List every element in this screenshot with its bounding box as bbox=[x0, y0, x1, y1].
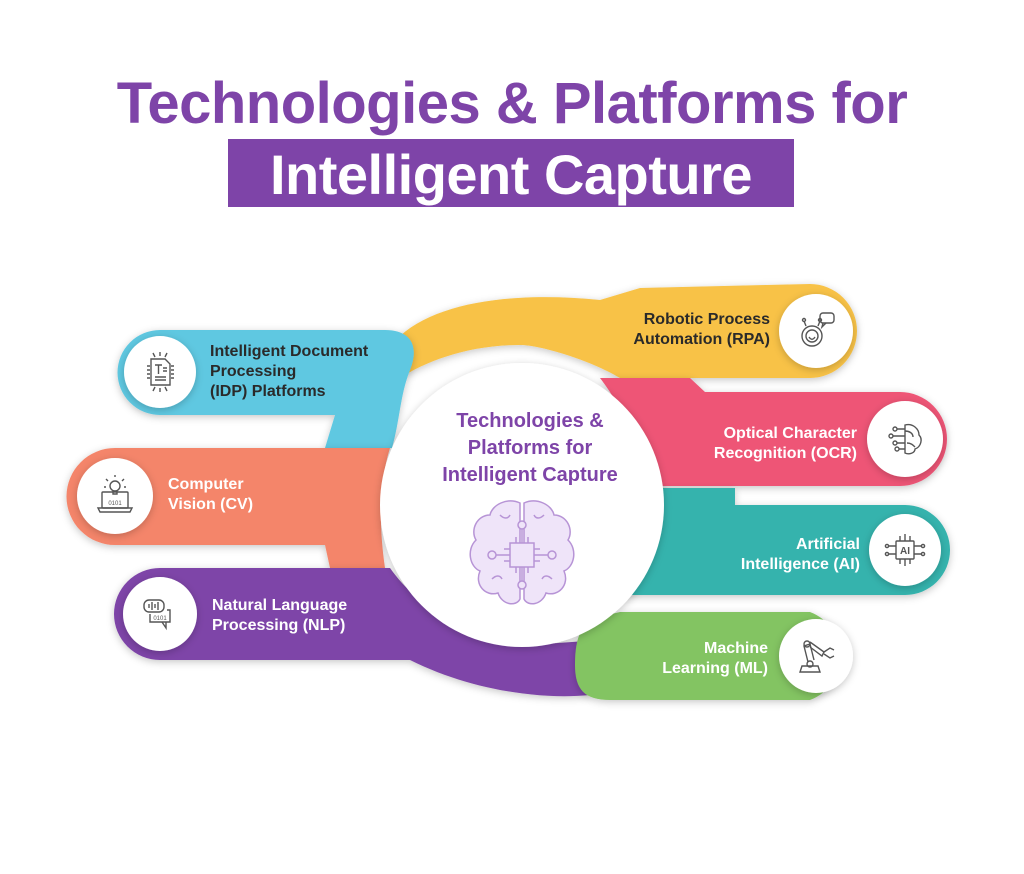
svg-text:0101: 0101 bbox=[108, 501, 122, 507]
label-line: Recognition (OCR) bbox=[713, 445, 857, 462]
brain-chip-icon bbox=[469, 500, 575, 605]
label-line: Optical Character bbox=[723, 425, 857, 442]
label-idp: Intelligent Document Processing (IDP) Pl… bbox=[210, 342, 368, 402]
label-ml: Machine Learning (ML) bbox=[568, 639, 768, 679]
label-line: Intelligent Document bbox=[210, 343, 369, 360]
label-line: Learning (ML) bbox=[662, 660, 768, 677]
label-ai: Artificial Intelligence (AI) bbox=[660, 535, 860, 575]
center-title-line: Platforms for bbox=[467, 437, 593, 459]
band-ai bbox=[610, 488, 950, 595]
label-line: Natural Language bbox=[212, 597, 348, 614]
label-nlp: Natural Language Processing (NLP) bbox=[212, 596, 347, 636]
title-line-1: Technologies & Platforms for bbox=[116, 71, 908, 136]
label-rpa: Robotic Process Automation (RPA) bbox=[570, 310, 770, 350]
svg-text:0101: 0101 bbox=[153, 616, 167, 622]
title-highlight-box bbox=[228, 139, 794, 207]
center-title: Technologies & Platforms for Intelligent… bbox=[410, 408, 650, 489]
title-line-2: Intelligent Capture bbox=[269, 143, 753, 206]
label-line: Automation (RPA) bbox=[633, 331, 770, 348]
label-line: Machine bbox=[703, 640, 768, 657]
brain-circuit-icon bbox=[888, 423, 922, 455]
center-circle bbox=[380, 363, 664, 647]
robotic-arm-icon bbox=[799, 640, 835, 673]
band-ocr bbox=[600, 378, 947, 486]
band-nlp bbox=[114, 568, 600, 697]
center-title-line: Intelligent Capture bbox=[442, 464, 618, 486]
svg-text:AI: AI bbox=[900, 546, 910, 557]
label-cv: Computer Vision (CV) bbox=[168, 475, 253, 515]
label-line: Intelligence (AI) bbox=[740, 556, 860, 573]
center-title-line: Technologies & bbox=[456, 410, 604, 432]
band-rpa bbox=[400, 284, 857, 378]
robot-chat-icon bbox=[801, 312, 835, 347]
label-line: Computer bbox=[168, 476, 244, 493]
label-line: Processing bbox=[210, 363, 297, 380]
label-line: Artificial bbox=[795, 536, 860, 553]
label-line: Vision (CV) bbox=[168, 496, 254, 513]
laptop-lightbulb-icon: 0101 bbox=[96, 475, 134, 513]
speech-binary-icon: 0101 bbox=[143, 599, 171, 631]
label-ocr: Optical Character Recognition (OCR) bbox=[657, 424, 857, 464]
band-ml bbox=[575, 612, 841, 700]
label-line: Processing (NLP) bbox=[212, 617, 346, 634]
label-line: (IDP) Platforms bbox=[210, 383, 326, 400]
document-chip-icon bbox=[147, 352, 174, 392]
ai-chip-icon: AI bbox=[884, 534, 926, 566]
label-line: Robotic Process bbox=[643, 311, 770, 328]
